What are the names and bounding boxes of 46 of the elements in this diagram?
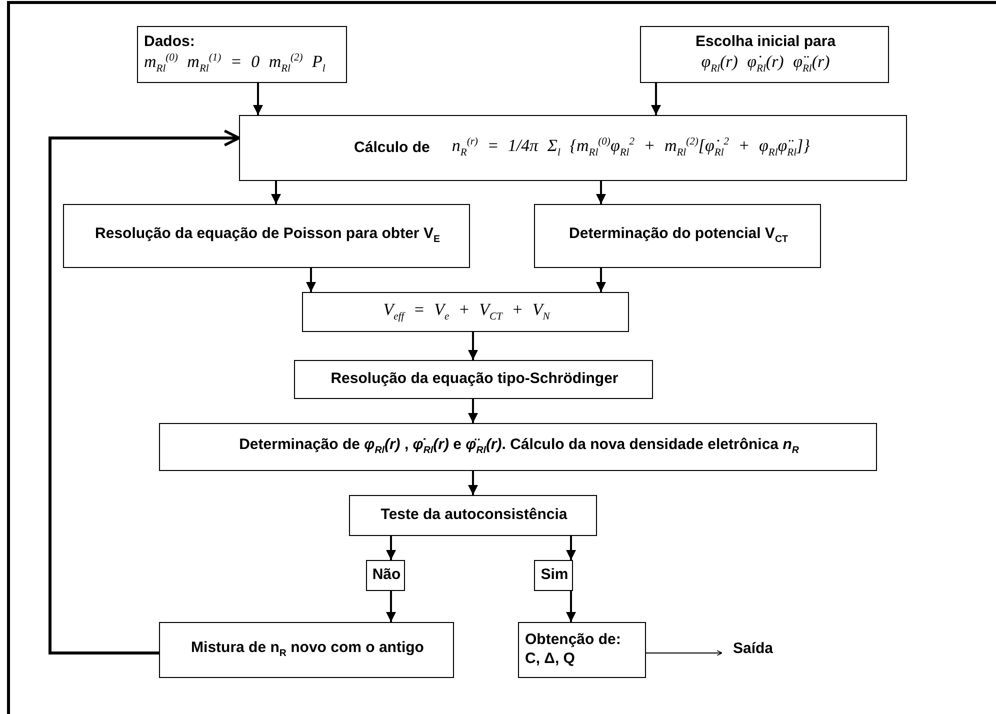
node-text: Saída — [732, 640, 774, 658]
node-text: Mistura de n$_{R}$ novo com o antigo — [191, 639, 424, 661]
arrow — [48, 129, 240, 654]
node-text: Determinação de φ$_{Rl}$(r) , φ̇$_{Rl}$(r) e φ̈$_{Rl}$(r). Cálculo da nova densidade eletrônica n$_{R}$ — [239, 436, 799, 458]
process-box — [159, 423, 877, 471]
process-box — [159, 622, 454, 678]
arrow — [253, 83, 263, 115]
process-box — [534, 560, 573, 591]
process-box — [518, 622, 646, 678]
arrow — [596, 268, 606, 292]
arrow — [468, 471, 478, 495]
arrow — [386, 536, 396, 560]
process-box — [349, 495, 597, 536]
arrow — [566, 536, 576, 560]
arrow — [306, 268, 316, 292]
arrow — [271, 181, 281, 204]
node-text: Obtenção de: — [525, 631, 621, 650]
arrow — [468, 332, 478, 360]
node-text: m$_{Rl}$$^{(0)}$ m$_{Rl}$$^{(1)}$ = 0 m$_{Rl}$$^{(2)}$ P$_{l}$ — [144, 52, 326, 76]
node-text: Resolução da equação tipo-Schrödinger — [330, 370, 618, 389]
process-box — [63, 204, 470, 268]
process-box — [294, 360, 653, 399]
arrow — [468, 399, 478, 423]
node-text: Não — [372, 566, 401, 585]
node-text: V$_{eff}$ = V$_{e}$ + V$_{CT}$ + V$_{N}$ — [383, 300, 550, 324]
node-text: n$_{R}$$^{(r)}$ = 1/4π Σ$_{l}$ {m$_{Rl}$$^{(0)}$φ$_{Rl}$$^{2}$ + m$_{Rl}$$^{(2)}$[φ̇$_{Rl}$$^{2}$ + φ$_{Rl}$φ̈$_{Rl}$]} — [452, 136, 810, 160]
arrow — [646, 650, 722, 656]
arrow — [566, 591, 576, 622]
arrow — [386, 591, 396, 622]
node-text: Teste da autoconsistência — [380, 506, 568, 525]
process-box — [366, 560, 405, 591]
node-text: Resolução da equação de Poisson para obter V$_{E}$ — [95, 225, 440, 247]
process-box — [137, 26, 347, 83]
node-text: Dados: — [144, 33, 195, 52]
process-box — [534, 204, 821, 268]
node-text: Sim — [540, 566, 568, 585]
arrow — [651, 83, 661, 115]
process-box — [302, 292, 629, 332]
node-text: C, Δ, Q — [525, 650, 575, 669]
process-box — [239, 115, 907, 181]
process-box — [640, 26, 889, 83]
node-text: Determinação do potencial V$_{CT}$ — [569, 225, 788, 247]
arrow — [596, 181, 606, 204]
node-text: Cálculo de — [354, 138, 430, 158]
node-text: Escolha inicial para — [695, 33, 836, 52]
node-text: φ$_{Rl}$(r) φ̇$_{Rl}$(r) φ̈$_{Rl}$(r) — [701, 52, 830, 76]
